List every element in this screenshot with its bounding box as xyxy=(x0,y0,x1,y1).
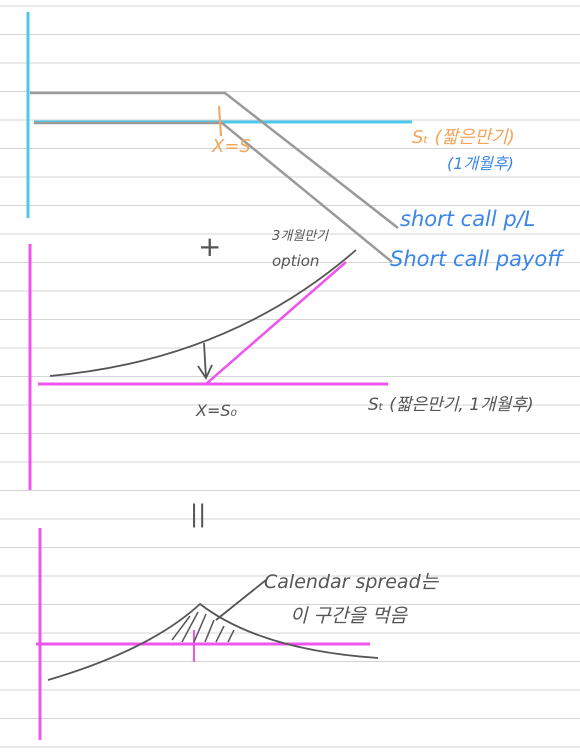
option-label-line1: 3개월만기 xyxy=(272,229,329,244)
calendar-annotation-line1: Calendar spread는 xyxy=(264,571,440,593)
panel2-down-arrow-shaft xyxy=(203,342,207,379)
panel1-axis-label: Sₜ (짧은만기) xyxy=(412,127,515,148)
panel-long-option: 3개월만기 option X=S₀ Sₜ (짧은만기, 1개월후) xyxy=(28,229,534,490)
panel2-down-arrow-head xyxy=(197,364,213,380)
short-call-payoff-label: Short call payoff xyxy=(390,247,565,271)
panel1-strike-tick xyxy=(218,105,222,137)
plus-sign: + xyxy=(198,230,221,263)
short-call-payoff-line xyxy=(34,121,393,263)
panel2-strike-label: X=S₀ xyxy=(195,401,238,420)
calendar-annotation-line2: 이 구간을 먹음 xyxy=(290,605,408,627)
option-label-line2: option xyxy=(272,252,319,270)
short-call-pl-line xyxy=(30,91,399,229)
short-call-pl-label: short call p/L xyxy=(400,207,536,231)
equals-sign: || xyxy=(190,500,206,528)
panel1-strike-label: X=S xyxy=(211,136,251,157)
panel1-axis-sublabel: (1개월후) xyxy=(447,154,514,173)
annotation-pointer xyxy=(215,579,267,621)
ruled-lines xyxy=(0,5,580,748)
long-option-value-curve xyxy=(49,249,357,377)
panel2-axis-label: Sₜ (짧은만기, 1개월후) xyxy=(368,395,534,415)
calendar-spread-curve xyxy=(47,602,379,681)
panel-short-call: X=S Sₜ (짧은만기) (1개월후) short call p/L Shor… xyxy=(26,12,565,271)
profit-zone-hatching xyxy=(171,611,235,643)
panel-calendar-spread: Calendar spread는 이 구간을 먹음 xyxy=(36,528,440,740)
long-option-payoff-line xyxy=(205,261,347,385)
